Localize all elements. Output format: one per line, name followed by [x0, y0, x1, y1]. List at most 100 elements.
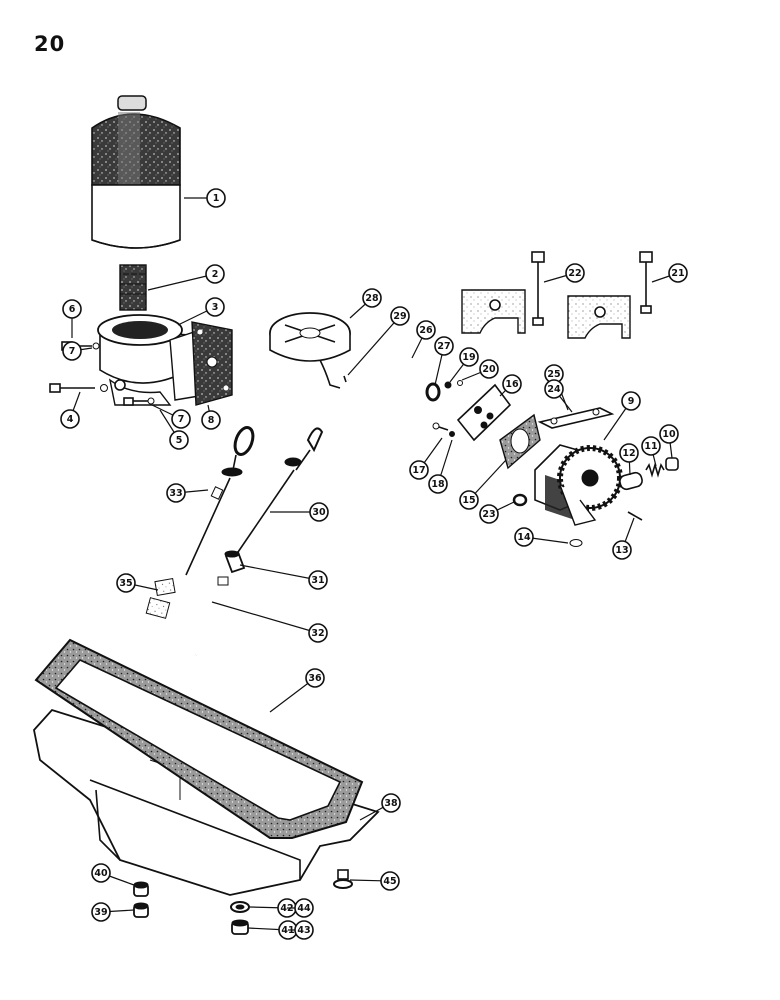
callout-label: 45	[383, 876, 396, 887]
callout-9: 9	[603, 391, 641, 441]
callout-circle	[459, 347, 479, 367]
pin-13	[627, 511, 643, 521]
callout-38: 38	[359, 793, 401, 821]
callout-23: 23	[479, 501, 515, 524]
washer-18	[449, 431, 455, 437]
dipstick-33	[185, 426, 255, 576]
callout-label: 16	[505, 379, 519, 390]
callout-label: 31	[311, 575, 324, 586]
callout-label: 2	[212, 269, 219, 280]
callout-22: 22	[543, 263, 585, 283]
callout-7: 7	[149, 403, 191, 429]
callout-label: 20	[482, 364, 496, 375]
callout-33: 33	[166, 483, 209, 503]
callout-29: 29	[347, 306, 410, 376]
callout-leader	[347, 315, 401, 376]
cotter-pin-29	[343, 375, 347, 383]
callout-13: 13	[612, 517, 635, 560]
callout-20: 20	[461, 359, 499, 381]
callout-circle	[166, 483, 186, 503]
callout-17: 17	[409, 437, 443, 480]
callout-26: 26	[411, 320, 436, 359]
filter-base	[97, 314, 206, 406]
callout-circle	[416, 320, 436, 340]
callout-31: 31	[239, 564, 328, 590]
callout-leader	[211, 601, 319, 634]
bolt-45	[333, 869, 353, 889]
callout-label: 44	[297, 903, 311, 914]
callout-circle	[434, 336, 454, 356]
callout-36: 36	[269, 668, 325, 713]
callout-circle	[205, 264, 225, 284]
callout-label: 30	[312, 507, 326, 518]
callout-label: 38	[384, 798, 398, 809]
callout-label: 24	[547, 384, 561, 395]
oil-pump	[534, 444, 623, 526]
callout-circle	[409, 460, 429, 480]
callout-label: 3	[212, 302, 219, 313]
callout-45: 45	[349, 871, 400, 891]
callout-5: 5	[159, 409, 189, 450]
long-bolt-21	[639, 251, 653, 314]
callout-16: 16	[499, 374, 522, 397]
callout-circle	[294, 898, 314, 918]
callout-label: 4	[67, 414, 74, 425]
bracket-right	[567, 295, 631, 339]
callout-7: 7	[62, 341, 93, 361]
dipstick-30	[235, 427, 324, 556]
mounting-plate	[537, 407, 615, 429]
callout-circle	[62, 341, 82, 361]
callout-label: 5	[176, 435, 183, 446]
callout-label: 27	[437, 341, 450, 352]
filter-base-gasket	[191, 321, 233, 406]
oil-strainer	[269, 312, 351, 389]
oil-filter-canister	[91, 95, 181, 249]
callout-circle	[169, 430, 189, 450]
callout-18: 18	[428, 439, 453, 494]
callout-1: 1	[184, 188, 226, 208]
dipstick-tube-32	[194, 576, 229, 656]
callout-circle	[621, 391, 641, 411]
washer-42	[230, 901, 250, 913]
callout-circle	[479, 504, 499, 524]
callout-40: 40	[91, 863, 135, 886]
drain-plug-41	[231, 919, 249, 935]
callout-label: 32	[311, 628, 324, 639]
callout-label: 10	[662, 429, 676, 440]
callout-circle	[544, 379, 564, 399]
callout-label: 15	[462, 495, 475, 506]
callout-6: 6	[62, 299, 82, 338]
callout-label: 26	[419, 325, 433, 336]
callout-circle	[380, 871, 400, 891]
callout-label: 11	[644, 441, 657, 452]
tags-35	[145, 577, 176, 619]
long-bolt-22	[531, 251, 545, 326]
callout-19: 19	[449, 347, 479, 383]
spring-11	[645, 462, 665, 478]
callout-circle	[641, 436, 661, 456]
callout-30: 30	[270, 502, 329, 522]
callout-circle	[309, 502, 329, 522]
callout-label: 25	[547, 369, 560, 380]
callout-circle	[659, 424, 679, 444]
callout-leader	[239, 564, 319, 581]
callout-circle	[171, 409, 191, 429]
callout-circle	[565, 263, 585, 283]
oil-pan-gasket	[34, 638, 364, 839]
relief-plunger-12	[619, 471, 643, 491]
seal-31	[224, 550, 246, 574]
callout-35: 35	[116, 573, 159, 593]
callout-label: 33	[169, 488, 182, 499]
callout-28: 28	[349, 288, 382, 319]
callout-circle	[308, 623, 328, 643]
callout-circle	[294, 920, 314, 940]
callout-label: 39	[94, 907, 107, 918]
callout-circle	[91, 863, 111, 883]
callout-label: 36	[308, 673, 322, 684]
callout-circle	[201, 410, 221, 430]
callout-label: 35	[119, 578, 132, 589]
callout-circle	[459, 490, 479, 510]
callout-circle	[60, 409, 80, 429]
bolt-19	[444, 381, 452, 389]
